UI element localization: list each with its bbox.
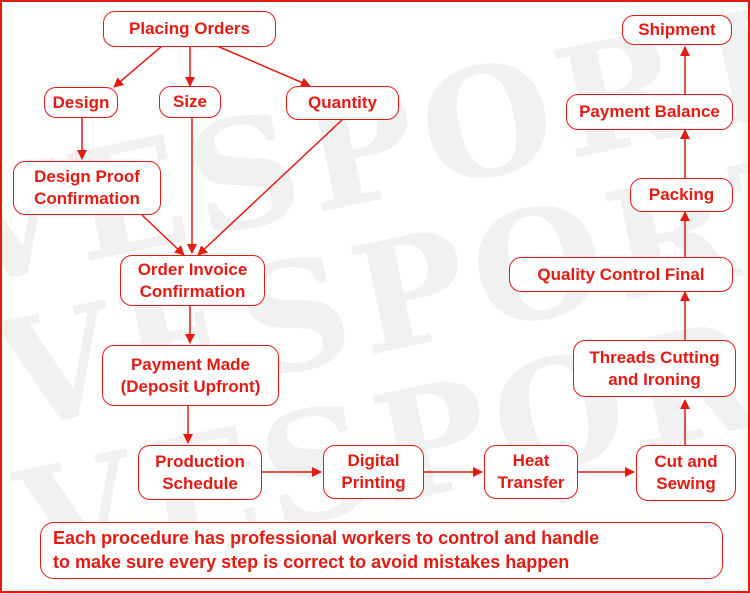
- node-payment-made-label: Payment Made (Deposit Upfront): [120, 354, 261, 396]
- node-cut-sewing: Cut and Sewing: [636, 445, 736, 501]
- node-quality-control-label: Quality Control Final: [537, 264, 705, 284]
- node-cut-sewing-label: Cut and Sewing: [654, 452, 718, 493]
- node-size: Size: [159, 86, 221, 118]
- node-size-label: Size: [172, 92, 208, 111]
- node-design: Design: [44, 87, 118, 118]
- procedure-note: Each procedure has professional workers …: [40, 522, 723, 579]
- node-digital-printing: Digital Printing: [323, 445, 424, 499]
- node-digital-printing-label: Digital Printing: [341, 451, 406, 492]
- node-order-invoice: Order Invoice Confirmation: [120, 255, 265, 306]
- node-production-schedule-label: Production Schedule: [155, 451, 245, 493]
- node-design-proof: Design Proof Confirmation: [13, 161, 161, 215]
- arrow-orders-to-design: [113, 45, 163, 88]
- node-design-label: Design: [52, 92, 110, 112]
- node-placing-orders: Placing Orders: [103, 11, 276, 47]
- node-payment-balance-label: Payment Balance: [579, 102, 720, 121]
- node-quantity-label: Quantity: [308, 93, 377, 112]
- node-payment-balance: Payment Balance: [566, 94, 733, 130]
- node-threads-cutting: Threads Cutting and Ironing: [573, 340, 736, 397]
- arrow-proof-to-invoice: [141, 214, 185, 256]
- arrow-orders-to-quantity: [216, 45, 311, 88]
- node-production-schedule: Production Schedule: [138, 445, 262, 500]
- node-heat-transfer: Heat Transfer: [484, 445, 578, 499]
- arrow-quantity-to-invoice: [197, 119, 343, 256]
- node-quantity: Quantity: [286, 86, 399, 120]
- node-packing: Packing: [630, 178, 733, 212]
- node-order-invoice-label: Order Invoice Confirmation: [137, 259, 248, 301]
- node-payment-made: Payment Made (Deposit Upfront): [102, 345, 279, 406]
- node-design-proof-label: Design Proof Confirmation: [34, 167, 140, 208]
- node-quality-control: Quality Control Final: [509, 257, 733, 292]
- node-shipment-label: Shipment: [638, 20, 716, 39]
- node-heat-transfer-label: Heat Transfer: [497, 451, 565, 492]
- node-packing-label: Packing: [648, 185, 715, 204]
- node-threads-cutting-label: Threads Cutting and Ironing: [589, 347, 720, 389]
- node-shipment: Shipment: [622, 15, 732, 45]
- node-placing-orders-label: Placing Orders: [129, 19, 250, 38]
